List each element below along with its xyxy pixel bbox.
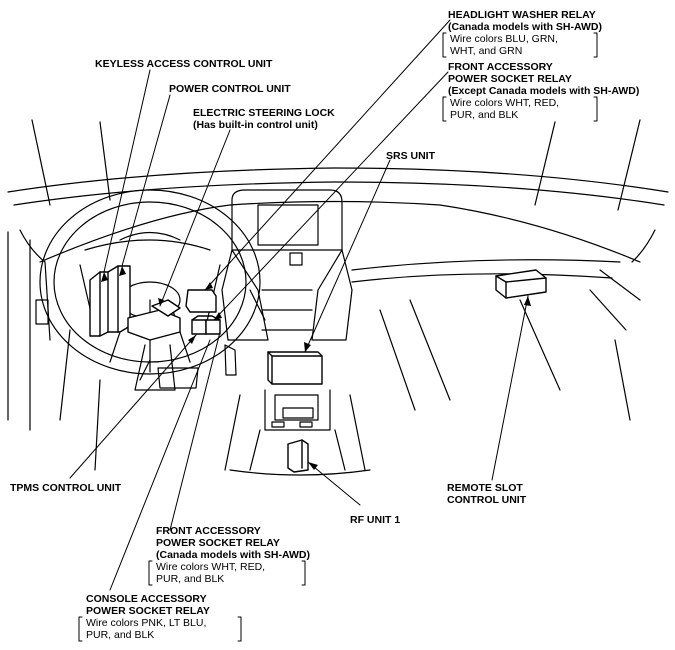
leader-rf-unit [307, 461, 361, 506]
leader-headlight-washer [204, 19, 451, 291]
srs-unit-label: SRS UNIT [386, 150, 436, 162]
leader-tpms [69, 334, 197, 479]
leader-front-acc-bot [169, 331, 221, 531]
leader-power-control [121, 94, 171, 267]
console-acc-label: CONSOLE ACCESSORY POWER SOCKET RELAY [86, 593, 210, 617]
front-acc-bot-label: FRONT ACCESSORY POWER SOCKET RELAY (Cana… [156, 525, 311, 561]
power-control-label: POWER CONTROL UNIT [169, 83, 291, 95]
dashboard-top [7, 167, 669, 263]
keyless-access-label: KEYLESS ACCESS CONTROL UNIT [95, 58, 273, 70]
leader-console [109, 339, 211, 591]
leader-remote-slot [491, 295, 529, 481]
center-stack [221, 189, 353, 341]
leader-lines [69, 19, 529, 591]
front-acc-top-wire-colors: Wire colors WHT, RED, PUR, and BLK [450, 97, 560, 121]
leader-steering-lock [159, 129, 231, 307]
a-pillars [31, 119, 641, 211]
front-acc-top-label: FRONT ACCESSORY POWER SOCKET RELAY (Exce… [448, 61, 640, 97]
leader-front-acc-top [213, 71, 449, 321]
steering-lock-label: ELECTRIC STEERING LOCK (Has built-in con… [193, 107, 335, 131]
front-acc-bot-wire-colors: Wire colors WHT, RED, PUR, and BLK [156, 561, 266, 585]
leader-keyless [103, 69, 151, 273]
tpms-label: TPMS CONTROL UNIT [10, 482, 122, 494]
component-boxes [89, 265, 547, 473]
pedals [94, 344, 237, 471]
console-acc-wire-colors: Wire colors PNK, LT BLU, PUR, and BLK [86, 617, 207, 641]
arrowheads [101, 266, 531, 470]
center-console [224, 389, 371, 476]
left-dashboard [7, 231, 266, 431]
remote-slot-label: REMOTE SLOT CONTROL UNIT [447, 482, 527, 506]
wire-brackets [78, 32, 598, 642]
rf-unit-label: RF UNIT 1 [350, 514, 401, 526]
headlight-wire-colors: Wire colors BLU, GRN, WHT, and GRN [450, 33, 558, 57]
right-dashboard [351, 259, 641, 421]
headlight-washer-label: HEADLIGHT WASHER RELAY (Canada models wi… [448, 9, 603, 33]
leader-srs [304, 159, 391, 353]
